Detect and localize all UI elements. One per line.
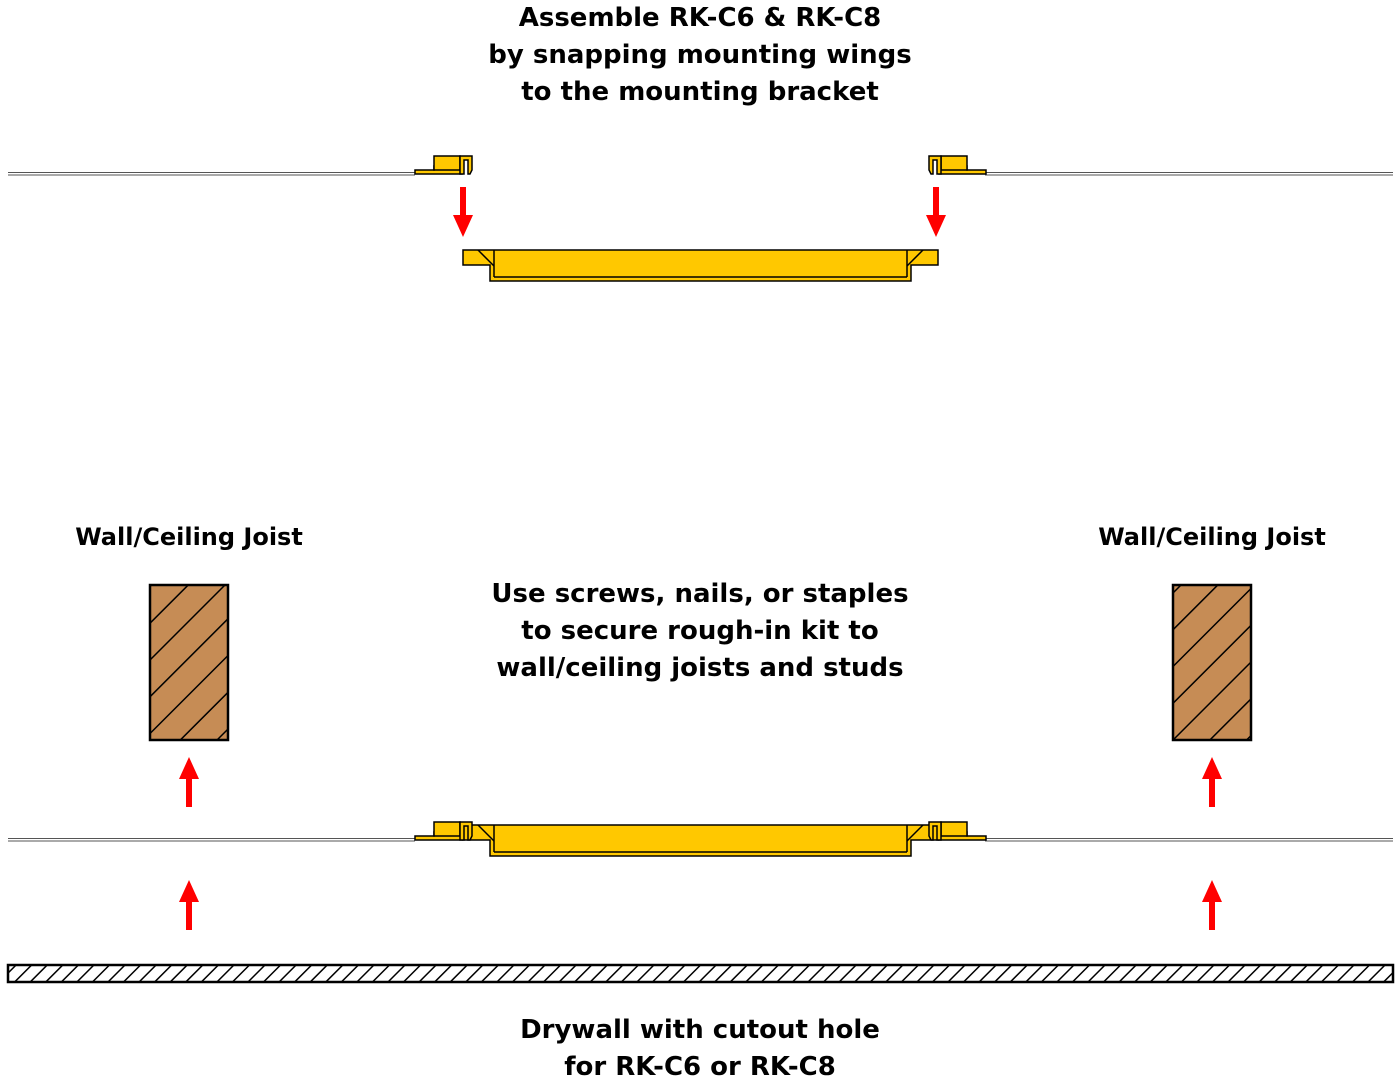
arrow-up-icon <box>1202 757 1222 807</box>
instruction-line: to secure rough-in kit to <box>521 616 879 646</box>
instruction-line: wall/ceiling joists and studs <box>496 653 904 683</box>
title-line: Assemble RK-C6 & RK-C8 <box>518 3 882 33</box>
drywall-line: for RK-C6 or RK-C8 <box>564 1052 836 1082</box>
drywall-section <box>6 963 1395 984</box>
mounting-wing-right <box>928 155 987 175</box>
mounting-wing-left <box>414 821 473 841</box>
drywall-line-top-left <box>8 172 415 176</box>
assembly-title: Assemble RK-C6 & RK-C8 by snapping mount… <box>0 0 1400 111</box>
drywall-line: Drywall with cutout hole <box>520 1015 880 1045</box>
arrow-up-icon <box>1202 880 1222 930</box>
instruction-line: Use screws, nails, or staples <box>491 579 909 609</box>
title-line: to the mounting bracket <box>521 77 879 107</box>
drywall-label: Drywall with cutout hole for RK-C6 or RK… <box>0 1012 1400 1086</box>
joist-label-right: Wall/Ceiling Joist <box>1098 523 1326 551</box>
joist-right <box>1171 583 1253 742</box>
arrow-up-icon <box>179 880 199 930</box>
drywall-line-top-right <box>985 172 1393 176</box>
mounting-wing-right <box>928 821 987 841</box>
title-line: by snapping mounting wings <box>488 40 912 70</box>
arrow-up-icon <box>179 757 199 807</box>
instruction-text: Use screws, nails, or staples to secure … <box>0 576 1400 687</box>
joist-left <box>148 583 230 742</box>
arrow-down-icon <box>926 187 946 237</box>
mounting-bracket <box>462 249 939 282</box>
arrow-down-icon <box>453 187 473 237</box>
drywall-line-bottom <box>8 838 1393 842</box>
assembled-rough-in-kit <box>414 821 987 857</box>
mounting-wing-left <box>414 155 473 175</box>
joist-label-left: Wall/Ceiling Joist <box>75 523 303 551</box>
mounting-bracket <box>462 824 939 857</box>
